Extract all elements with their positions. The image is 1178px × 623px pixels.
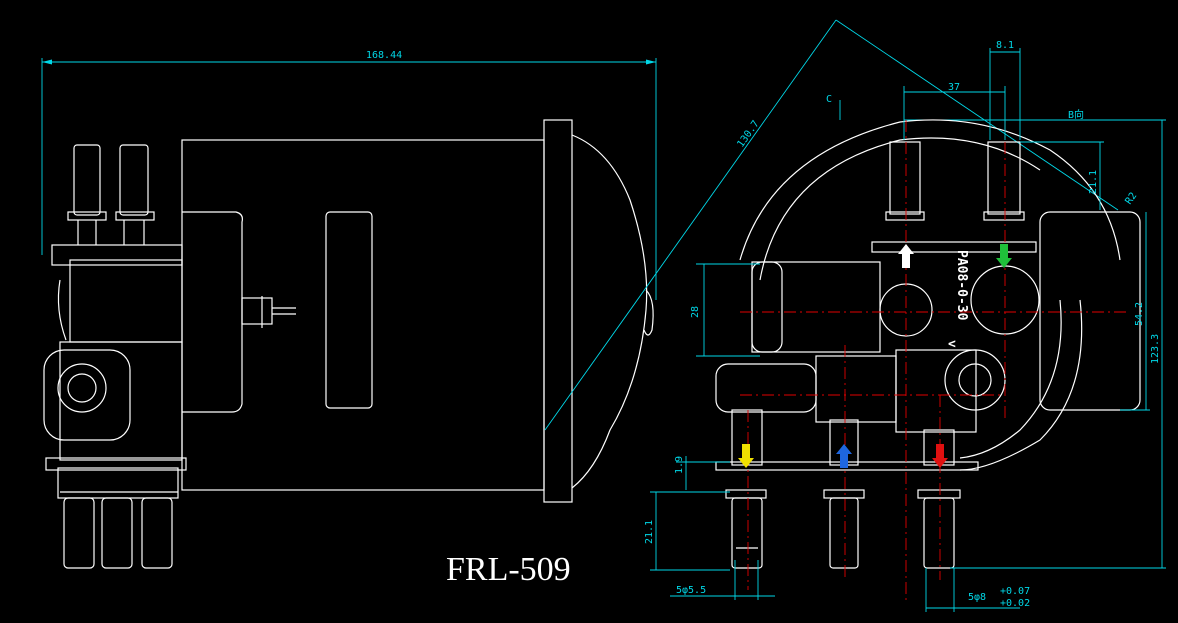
svg-text:37: 37 <box>948 82 960 93</box>
svg-text:54.2: 54.2 <box>1134 302 1145 326</box>
end-flange <box>543 119 573 503</box>
dim-diagonal-label: 130.7 <box>735 119 761 150</box>
front-view: 130.7 C B向 <box>544 19 1166 612</box>
svg-text:1.9: 1.9 <box>674 456 685 474</box>
section-b-label: B向 <box>1068 108 1084 121</box>
svg-text:+0.07: +0.07 <box>1000 586 1030 597</box>
flow-arrow-green <box>996 244 1012 268</box>
section-c-label: C <box>826 94 832 105</box>
svg-text:123.3: 123.3 <box>1150 334 1161 364</box>
svg-text:+0.02: +0.02 <box>1000 598 1030 609</box>
dim-height-top: 21.1 <box>1020 141 1104 210</box>
side-view: 168.44 <box>41 50 657 569</box>
part-code: PA08-0-30 <box>954 250 969 321</box>
dim-radius: R2 <box>1123 191 1139 207</box>
svg-text:5φ5.5: 5φ5.5 <box>676 585 706 596</box>
dim-overall-length-label: 168.44 <box>366 50 402 61</box>
dim-body-dia: 28 <box>690 263 760 357</box>
svg-text:21.1: 21.1 <box>644 520 655 544</box>
dim-left-tube: 5φ5.5 <box>670 560 775 600</box>
dim-right-tube: 5φ8 +0.07 +0.02 <box>925 568 1030 612</box>
flow-arrow-yellow <box>738 444 754 468</box>
flow-arrow-red <box>932 444 948 468</box>
dim-overall-length: 168.44 <box>41 50 657 300</box>
inlet-port <box>43 349 131 441</box>
flow-arrow-blue <box>836 444 852 468</box>
body-outline <box>739 119 1121 261</box>
dim-outlet-length: 21.1 <box>644 491 730 571</box>
svg-text:28: 28 <box>690 306 701 318</box>
svg-text:<: < <box>948 337 956 352</box>
dim-outlet-spacing: 37 <box>903 82 1006 140</box>
dim-inner-height: 54.2 <box>1120 212 1150 411</box>
dim-total-height: 123.3 <box>950 120 1166 569</box>
dim-diagonal: 130.7 <box>544 19 1119 431</box>
flow-arrow-white <box>898 244 914 268</box>
dim-step: 1.9 <box>674 456 730 490</box>
drawing-title: FRL-509 <box>446 551 571 588</box>
svg-text:5φ8: 5φ8 <box>968 592 986 603</box>
svg-text:21.1: 21.1 <box>1088 170 1099 194</box>
svg-text:8.1: 8.1 <box>996 40 1014 51</box>
side-window <box>325 211 373 409</box>
dim-outlet-dia: 8.1 <box>989 40 1021 140</box>
